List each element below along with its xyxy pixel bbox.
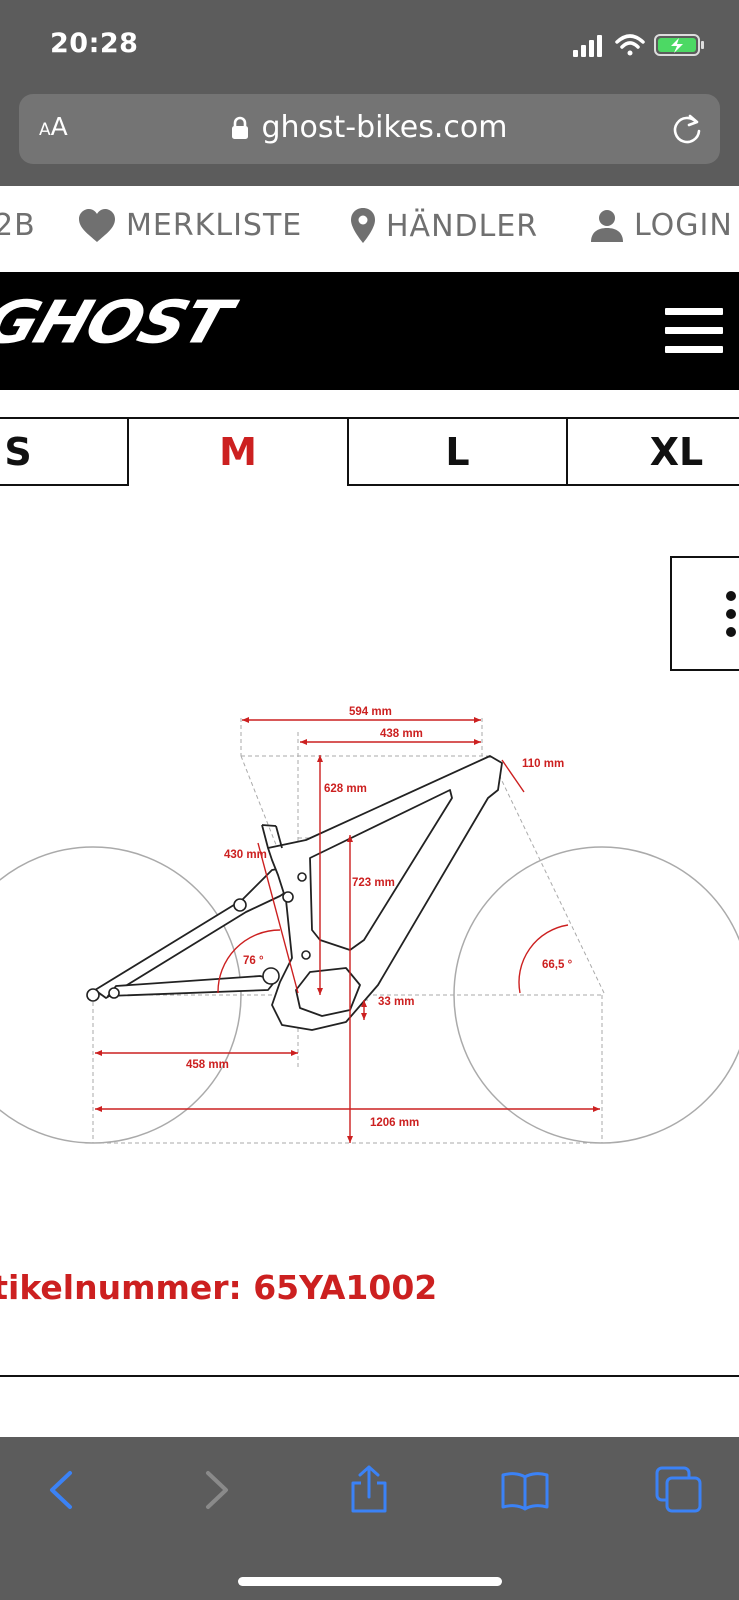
heart-icon (79, 208, 115, 242)
article-number: rtikelnummer: 65YA1002 (0, 1268, 438, 1307)
login-label: LOGIN (634, 208, 733, 243)
size-tab-m[interactable]: M (219, 430, 257, 474)
dim-wheelbase: 1206 mm (370, 1117, 419, 1129)
battery-icon (654, 34, 704, 56)
dim-stack: 628 mm (324, 783, 367, 795)
home-indicator (238, 1577, 502, 1586)
aa-large: A (50, 112, 68, 141)
back-icon[interactable] (38, 1465, 88, 1515)
dim-seat-tube: 723 mm (352, 877, 395, 889)
signal-icon (573, 35, 602, 57)
dim-seat-angle: 76 ° (243, 955, 264, 967)
brand-header: GHOST (0, 272, 739, 390)
pivot-points (86, 872, 311, 1002)
haendler-link[interactable]: HÄNDLER (350, 208, 538, 244)
location-pin-icon (351, 208, 375, 243)
dim-seat-offset: 430 mm (224, 849, 267, 861)
size-tab-xl[interactable]: XL (649, 430, 704, 474)
status-icons (573, 34, 704, 57)
size-tab-l[interactable]: L (445, 430, 470, 474)
url-text: ghost-bikes.com (261, 110, 508, 145)
site-top-links: 2B MERKLISTE HÄNDLER LOGIN (0, 186, 739, 272)
geometry-diagram: 594 mm 438 mm 110 mm 628 mm 430 mm 723 m… (0, 706, 739, 1144)
partial-link-label: 2B (0, 208, 36, 243)
browser-chrome: 20:28 AA ghost-bikes.com (0, 0, 739, 186)
forward-icon[interactable] (190, 1465, 240, 1515)
reader-options-button[interactable]: AA (39, 112, 68, 141)
dim-bb-drop: 33 mm (378, 996, 414, 1008)
dimension-lines (95, 719, 600, 1143)
url-display[interactable]: ghost-bikes.com (19, 110, 720, 145)
partial-link[interactable]: 2B (0, 208, 36, 243)
aa-small: A (39, 120, 51, 140)
more-options-button[interactable] (670, 556, 739, 671)
size-tab-s[interactable]: S (4, 430, 32, 474)
browser-toolbar (0, 1437, 739, 1600)
reload-icon[interactable] (670, 112, 704, 146)
ghost-logo[interactable]: GHOST (0, 288, 238, 358)
front-wheel (453, 846, 739, 1144)
user-icon (591, 209, 623, 242)
menu-icon[interactable] (665, 308, 723, 354)
share-icon[interactable] (344, 1465, 394, 1515)
status-time: 20:28 (50, 28, 139, 59)
dim-chainstay: 458 mm (186, 1059, 229, 1071)
dim-head-tube: 110 mm (522, 758, 564, 770)
dim-reach-total: 594 mm (349, 706, 392, 718)
login-link[interactable]: LOGIN (590, 208, 733, 243)
tabs-icon[interactable] (654, 1465, 704, 1515)
address-bar[interactable]: AA ghost-bikes.com (19, 94, 720, 164)
size-tab-borders (0, 417, 739, 486)
lock-icon (232, 116, 249, 139)
size-selector: S M L XL (0, 417, 739, 487)
dimension-arrows (95, 717, 600, 1143)
divider (0, 1375, 739, 1377)
dim-head-angle: 66,5 ° (542, 959, 573, 971)
wifi-icon (615, 34, 645, 56)
bookmarks-icon[interactable] (500, 1465, 550, 1515)
haendler-label: HÄNDLER (386, 208, 539, 244)
dim-reach: 438 mm (380, 728, 423, 740)
merkliste-link[interactable]: MERKLISTE (78, 208, 302, 243)
merkliste-label: MERKLISTE (126, 208, 303, 243)
